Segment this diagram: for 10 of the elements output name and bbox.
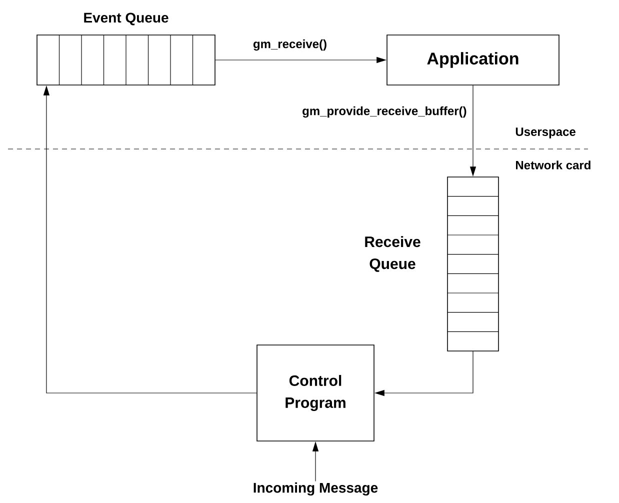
input-text: Incoming Message bbox=[254, 482, 378, 496]
edge-label: gm_receive() bbox=[252, 38, 328, 52]
process-box: Application bbox=[386, 34, 560, 86]
node-label: Event Queue bbox=[84, 12, 168, 26]
node-label: Receive Queue bbox=[365, 236, 420, 272]
layer-label: Network card bbox=[516, 160, 590, 170]
process-box: Control Program bbox=[256, 344, 374, 442]
queue-drawing: Event Queue bbox=[36, 12, 216, 86]
layer-label: Userspace bbox=[516, 128, 576, 138]
edge-label: gm_provide_receive_buffer() bbox=[301, 105, 468, 119]
